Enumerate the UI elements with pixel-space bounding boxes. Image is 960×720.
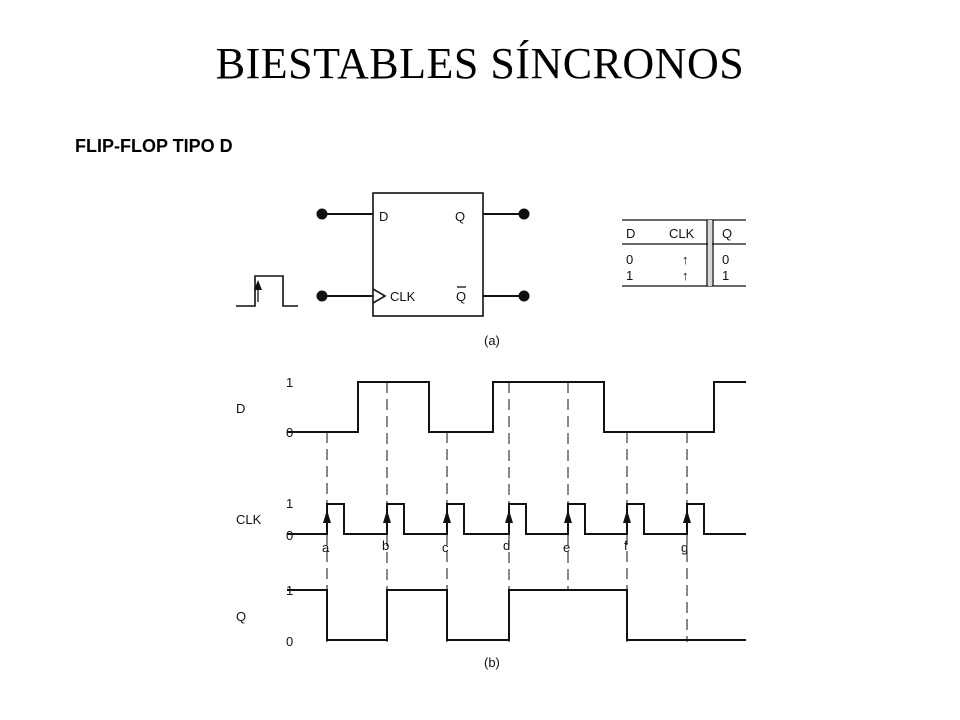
pin-label-clk: CLK [390, 289, 416, 304]
signal-label-d: D [236, 401, 245, 416]
d-input-terminal [316, 208, 328, 220]
clk-triangle-icon [372, 288, 387, 304]
d-waveform [287, 381, 746, 433]
qbar-output-terminal [518, 290, 530, 302]
edge-arrow-icon [323, 510, 331, 523]
timing-guides [326, 382, 688, 642]
pin-label-qbar: Q [456, 289, 466, 304]
table-cell: 1 [722, 268, 729, 283]
level-label-high: 1 [286, 375, 293, 390]
edge-arrow-icon [623, 510, 631, 523]
flipflop-block [316, 192, 530, 317]
edge-arrow-icon [443, 510, 451, 523]
edge-label: b [382, 538, 389, 553]
table-header-q: Q [722, 226, 732, 241]
edge-arrow-icon [683, 510, 691, 523]
clock-pulse-symbol [236, 275, 298, 307]
slide-subtitle: FLIP-FLOP TIPO D [75, 136, 233, 156]
clk-waveform [287, 503, 746, 535]
table-cell: 1 [626, 268, 633, 283]
edge-arrow-icon [383, 510, 391, 523]
edge-arrow-icon [505, 510, 513, 523]
level-label-high: 1 [286, 583, 293, 598]
edge-label: e [563, 540, 570, 555]
edge-label: a [322, 540, 330, 555]
truth-table [622, 219, 746, 287]
caption-a: (a) [484, 333, 500, 348]
table-cell: 0 [722, 252, 729, 267]
signal-label-clk: CLK [236, 512, 262, 527]
flipflop-box [372, 192, 484, 317]
clk-input-terminal [316, 290, 328, 302]
clk-edge-arrows [323, 510, 691, 523]
table-cell: 0 [626, 252, 633, 267]
table-header-clk: CLK [669, 226, 695, 241]
table-header-d: D [626, 226, 635, 241]
level-label-high: 1 [286, 496, 293, 511]
slide-title: BIESTABLES SÍNCRONOS [215, 39, 745, 88]
edge-label: f [624, 538, 628, 553]
level-label-low: 0 [286, 425, 293, 440]
level-label-low: 0 [286, 528, 293, 543]
pin-label-q: Q [455, 209, 465, 224]
table-cell: ↑ [682, 268, 689, 283]
edge-label: g [681, 540, 688, 555]
edge-arrow-icon [564, 510, 572, 523]
q-output-terminal [518, 208, 530, 220]
q-waveform [287, 589, 746, 641]
pin-label-d: D [379, 209, 388, 224]
edge-label: d [503, 538, 510, 553]
edge-label: c [442, 540, 449, 555]
signal-label-q: Q [236, 609, 246, 624]
caption-b: (b) [484, 655, 500, 670]
level-label-low: 0 [286, 634, 293, 649]
table-cell: ↑ [682, 252, 689, 267]
